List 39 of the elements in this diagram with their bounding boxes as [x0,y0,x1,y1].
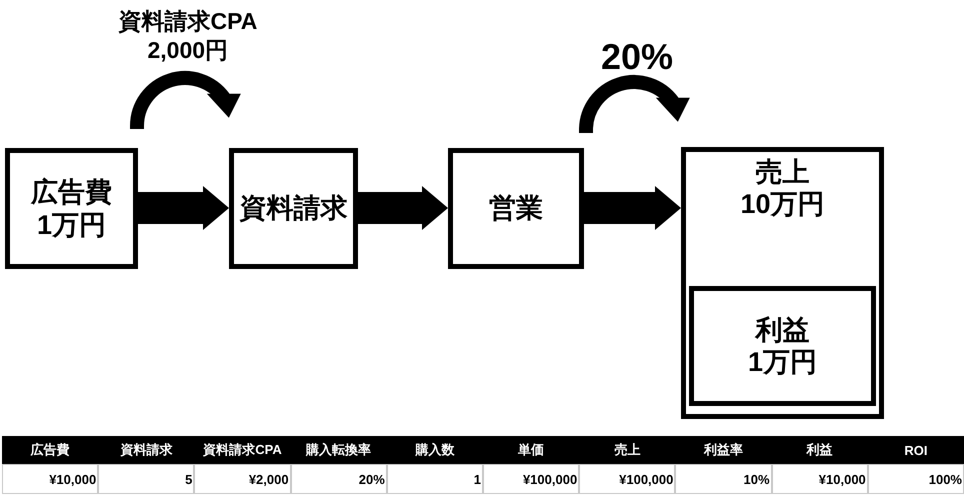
table-cell: 5 [98,464,194,494]
table-cell: 20% [290,464,387,494]
box-text: 利益 [756,314,810,346]
header-cell: 売上 [579,436,676,464]
header-cell: 単価 [483,436,580,464]
block-arrow [584,186,681,230]
annotation-text: 20% [601,36,674,78]
header-cell: 購入数 [386,436,483,464]
header-cell: 資料請求CPA [194,436,291,464]
table-cell: ¥10,000 [2,464,98,494]
process-box [681,147,884,419]
box-text: 1万円 [36,208,106,241]
box-text: 資料請求 [240,192,348,225]
table-cell: ¥100,000 [483,464,580,494]
table-cell: 1 [386,464,483,494]
process-box [448,148,584,269]
header-cell: 利益率 [675,436,772,464]
annotation-text: 2,000円 [148,36,228,65]
header-cell: 資料請求 [98,436,194,464]
process-box [229,148,358,269]
header-cell: 利益 [772,436,868,464]
process-box [689,286,876,406]
table-cell: 100% [868,464,964,494]
block-arrow [358,186,448,230]
block-arrow [138,186,229,230]
header-cell: ROI [868,436,964,464]
table-cell: ¥2,000 [194,464,291,494]
box-text: 10万円 [740,188,825,221]
annotation-text: 資料請求CPA [118,7,258,36]
process-box [5,148,138,269]
box-text: 売上 [756,156,810,188]
header-cell: 購入転換率 [290,436,387,464]
box-text: 1万円 [748,346,818,378]
table-cell: ¥100,000 [579,464,676,494]
box-text: 広告費 [31,176,112,208]
box-text: 営業 [489,192,543,225]
header-cell: 広告費 [2,436,98,464]
table-cell: 10% [675,464,772,494]
table-cell: ¥10,000 [772,464,868,494]
